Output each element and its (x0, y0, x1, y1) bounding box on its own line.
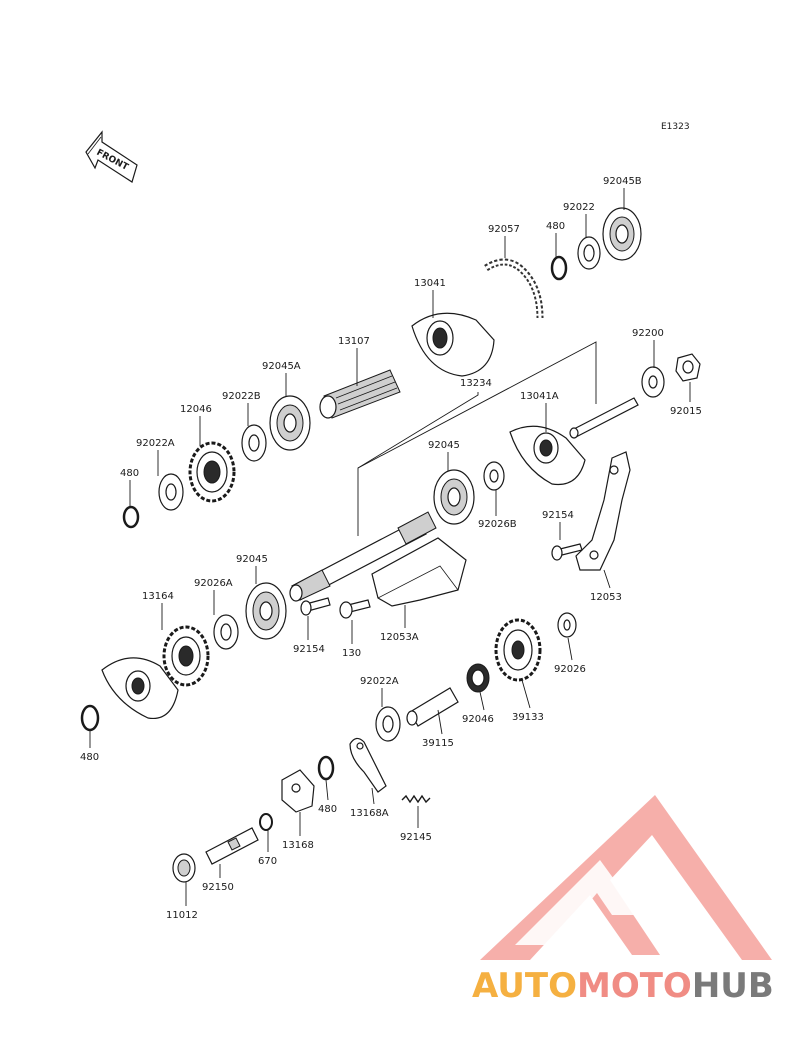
nut-92015 (675, 353, 701, 382)
label-11012: 11012 (166, 910, 198, 921)
label-92045B: 92045B (603, 176, 642, 187)
label-92046: 92046 (462, 714, 494, 725)
bearing-92045-lower (245, 582, 287, 640)
label-92022: 92022 (563, 202, 595, 213)
circlip-480-lower (80, 704, 100, 732)
label-92026B: 92026B (478, 519, 517, 530)
label-39133: 39133 (512, 712, 544, 723)
label-13041A: 13041A (520, 391, 559, 402)
svg-text:AUTOMOTOHUB: AUTOMOTOHUB (472, 966, 774, 1006)
front-arrow: FRONT (85, 130, 138, 183)
label-480-left: 480 (120, 468, 139, 479)
label-92026: 92026 (554, 664, 586, 675)
gear-39133 (494, 618, 542, 682)
shaft-13234 (289, 511, 437, 602)
sprocket-12046 (188, 441, 236, 503)
washer-92200 (641, 366, 665, 398)
label-13041: 13041 (414, 278, 446, 289)
circlip-480-bottom (317, 755, 335, 781)
shaft-39115 (406, 687, 459, 727)
sprocket-13164 (101, 625, 210, 720)
guide-12053A (371, 537, 467, 607)
bearing-92045-upper (433, 469, 475, 525)
circlip-480-top (550, 255, 568, 281)
part-labels: 92045B 92022 480 92057 13041 13107 92045… (80, 176, 702, 921)
chain-92057 (484, 258, 544, 319)
label-92150: 92150 (202, 882, 234, 893)
bearing-92045B (602, 207, 642, 261)
spring-92145 (401, 794, 431, 804)
label-92145: 92145 (400, 832, 432, 843)
label-92022A: 92022A (136, 438, 175, 449)
ratchet-13041 (411, 312, 495, 377)
bearing-92046 (466, 663, 490, 693)
washer-92026B (483, 461, 505, 491)
label-13107: 13107 (338, 336, 370, 347)
label-92200: 92200 (632, 328, 664, 339)
oring-670 (259, 813, 273, 831)
circlip-480-left (122, 505, 140, 529)
label-92015: 92015 (670, 406, 702, 417)
reference-code: E1323 (661, 122, 690, 132)
leader-lines (89, 188, 691, 906)
label-39115: 39115 (422, 738, 454, 749)
lever-12053 (575, 451, 631, 571)
label-92045-upper: 92045 (428, 440, 460, 451)
label-92045A: 92045A (262, 361, 301, 372)
bolt-130 (339, 599, 371, 619)
label-92057: 92057 (488, 224, 520, 235)
washer-92026 (557, 612, 577, 638)
label-12046: 12046 (180, 404, 212, 415)
washer-92022A-lower (375, 706, 401, 742)
washer-92026A (213, 614, 239, 650)
label-480-bottom: 480 (318, 804, 337, 815)
label-13168: 13168 (282, 840, 314, 851)
label-13168A: 13168A (350, 808, 389, 819)
holder-13168 (281, 769, 315, 813)
watermark-logo (480, 795, 772, 960)
label-92154-left: 92154 (293, 644, 325, 655)
bearing-92045A (269, 395, 311, 451)
shaft-92150 (205, 827, 259, 865)
label-130: 130 (342, 648, 361, 659)
roller-13107 (319, 369, 401, 419)
label-92022A-lower: 92022A (360, 676, 399, 687)
label-13234: 13234 (460, 378, 492, 389)
label-13164: 13164 (142, 591, 174, 602)
label-480-top: 480 (546, 221, 565, 232)
label-92026A: 92026A (194, 578, 233, 589)
shaft-pin (569, 397, 639, 439)
label-12053: 12053 (590, 592, 622, 603)
label-92022B: 92022B (222, 391, 261, 402)
bolt-92154-left (300, 597, 331, 616)
label-670: 670 (258, 856, 277, 867)
cap-11012 (172, 853, 196, 883)
watermark-hub: HUB (692, 966, 774, 1006)
washer-92022A (158, 473, 184, 511)
washer-92022 (577, 236, 601, 270)
watermark-moto: MOTO (577, 966, 692, 1006)
label-92045-lower: 92045 (236, 554, 268, 565)
washer-92022B (241, 424, 267, 462)
label-480-lower: 480 (80, 752, 99, 763)
bolt-92154-right (551, 543, 583, 561)
label-12053A: 12053A (380, 632, 419, 643)
ratchet-13041A (509, 425, 586, 486)
watermark-auto: AUTO (472, 966, 577, 1006)
plate-13168A (349, 737, 387, 793)
label-92154-right: 92154 (542, 510, 574, 521)
